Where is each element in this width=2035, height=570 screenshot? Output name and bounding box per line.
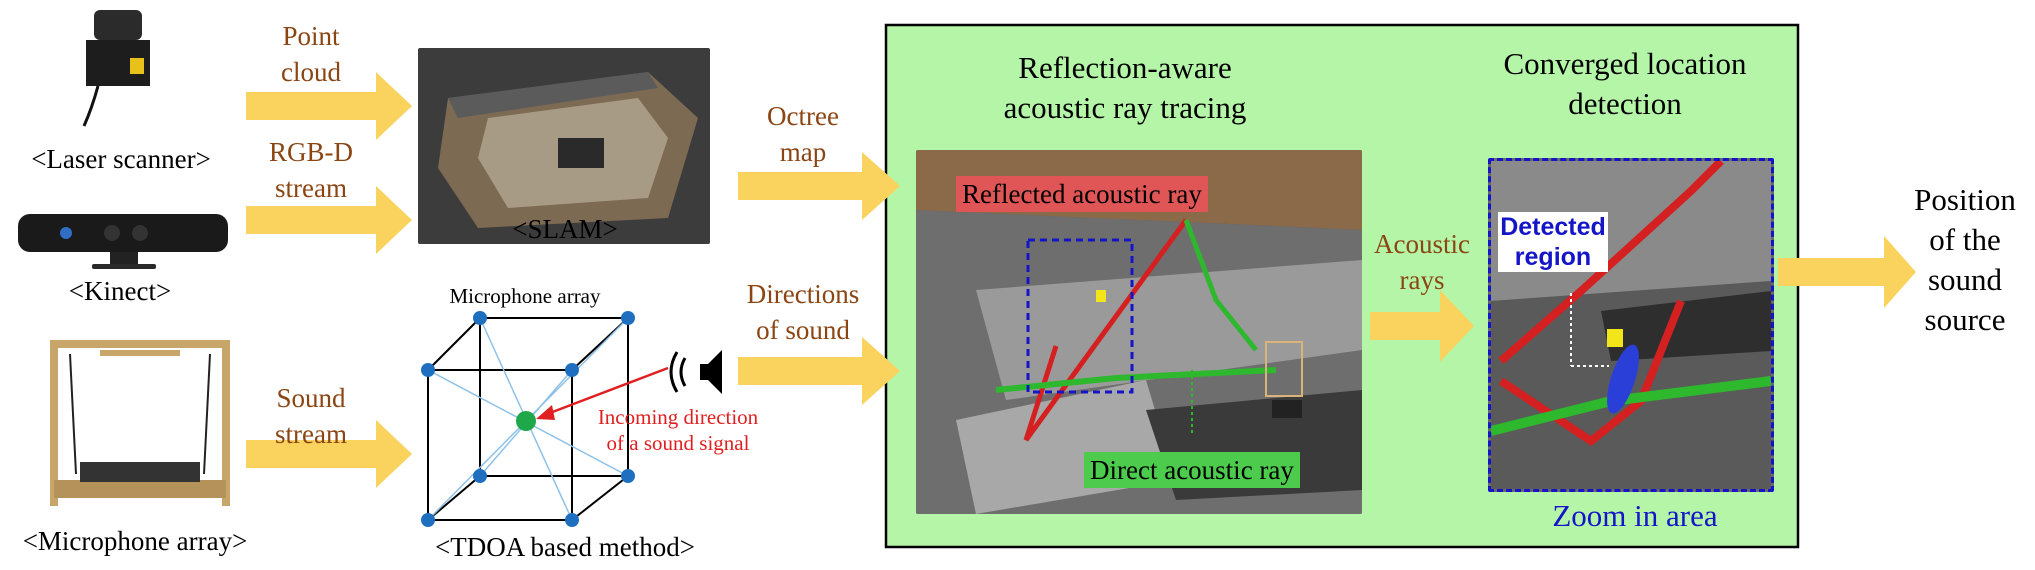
- slam-caption: <SLAM>: [512, 214, 618, 244]
- incoming-arrowhead: [536, 405, 555, 420]
- sound-source-node: [516, 411, 536, 431]
- speaker-icon: [669, 350, 722, 394]
- tdoa-caption: <TDOA based method>: [435, 532, 695, 562]
- arrow-point-cloud: [246, 72, 412, 140]
- laser-scanner-caption: <Laser scanner>: [31, 144, 211, 174]
- microphone-array-image: [40, 334, 240, 512]
- zoom-caption: Zoom in area: [1552, 498, 1718, 533]
- zoom-in-image: [1488, 158, 1774, 492]
- direct-ray-line: [995, 367, 1277, 393]
- arrow-sound-stream: [246, 420, 412, 488]
- arrow-directions-of-sound: [738, 337, 900, 405]
- mic-array-caption: <Microphone array>: [22, 526, 248, 556]
- incoming-direction-arrow: [541, 366, 669, 418]
- kinect-caption: <Kinect>: [68, 276, 172, 306]
- laser-scanner-image: [80, 6, 166, 132]
- direct-ray-label: Direct acoustic ray: [1084, 452, 1300, 488]
- tdoa-top-label: Microphone array: [449, 284, 601, 308]
- arrow-octree-map: [738, 152, 900, 220]
- kinect-image: [14, 212, 232, 270]
- slam-map-image: [418, 48, 710, 244]
- arrow-output: [1778, 236, 1916, 308]
- arrow-acoustic-rays: [1370, 290, 1474, 362]
- arrow-rgbd-stream: [246, 186, 412, 254]
- microphone-nodes: [421, 311, 635, 527]
- reflected-ray-label: Reflected acoustic ray: [956, 176, 1208, 212]
